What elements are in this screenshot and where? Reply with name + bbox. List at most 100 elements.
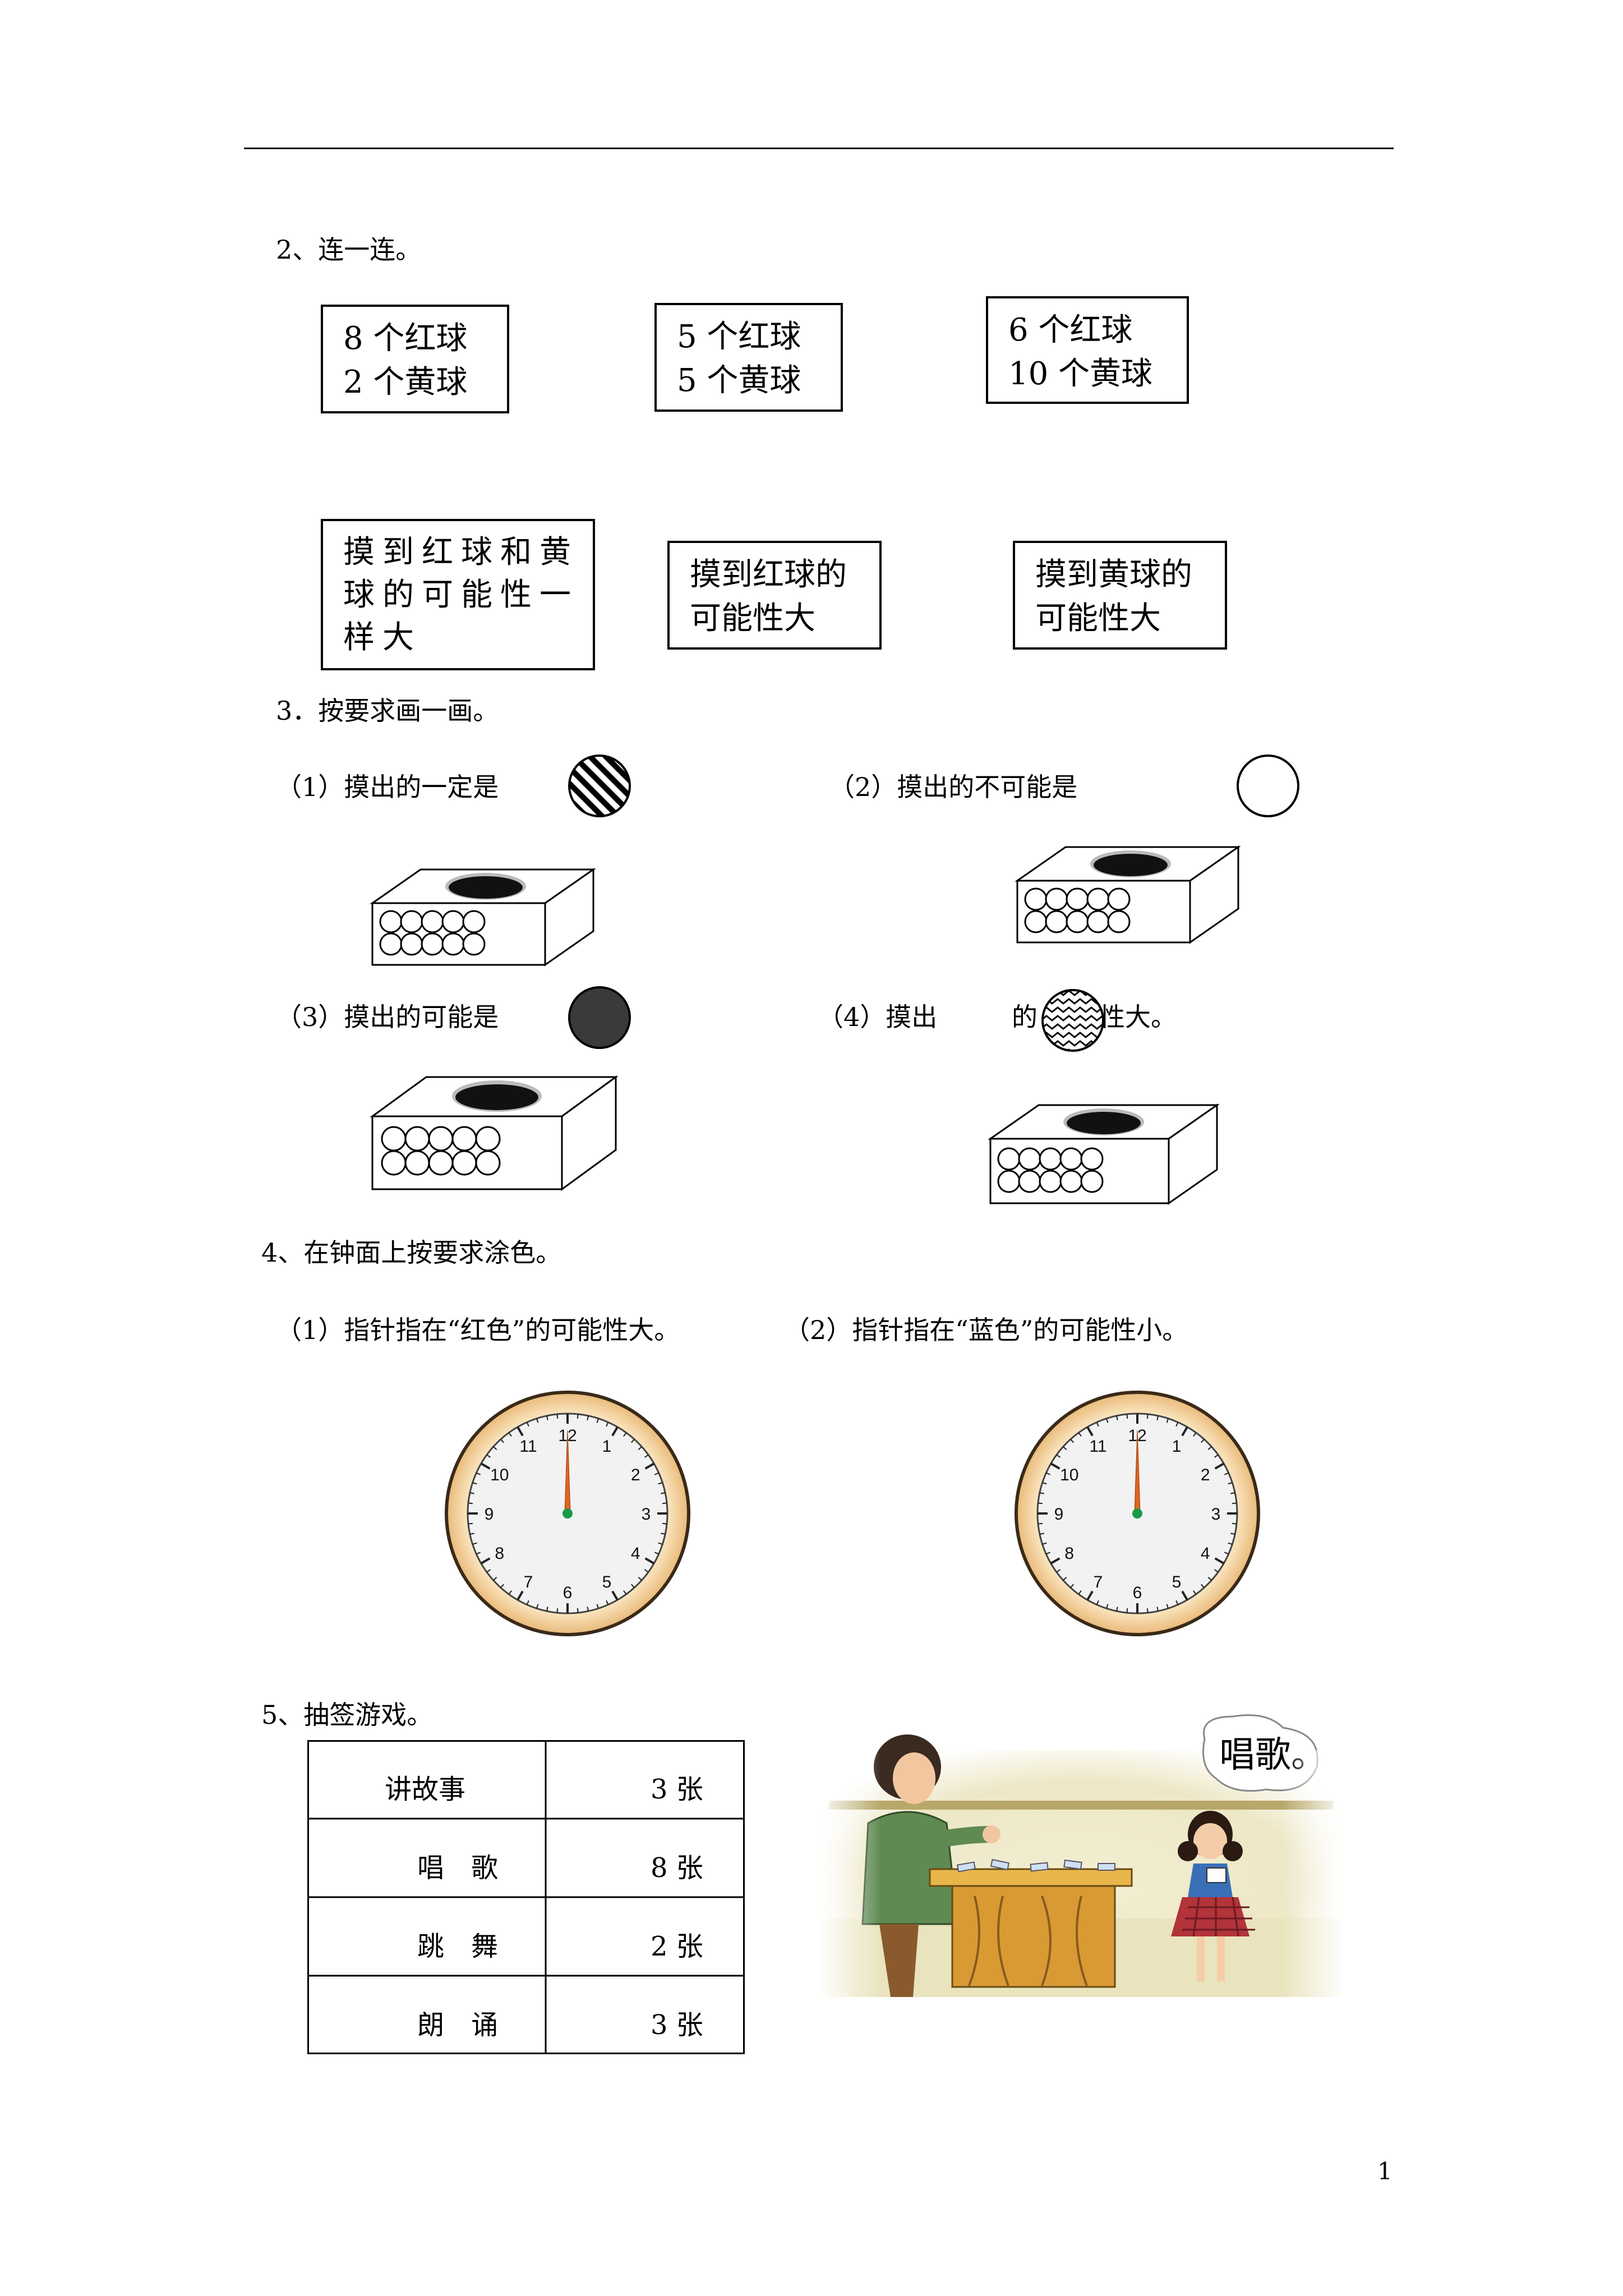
- table-row-1-count: 3 张: [651, 1774, 703, 1805]
- clock-tick: [587, 1415, 589, 1420]
- clock-tick: [1181, 1426, 1188, 1437]
- clock-tick: [1039, 1533, 1044, 1535]
- clock-number: 6: [1133, 1584, 1142, 1602]
- clock-face-2[interactable]: 121234567891011: [1014, 1390, 1261, 1637]
- clock-tick: [480, 1557, 491, 1565]
- clock-number: 10: [490, 1466, 509, 1484]
- clock-tick: [508, 1590, 512, 1595]
- clock-tick: [1166, 1418, 1169, 1423]
- clock-number: 5: [602, 1573, 612, 1591]
- clock-tick: [644, 1462, 655, 1470]
- clock-tick: [1086, 1426, 1094, 1437]
- page-number: 1: [1377, 2157, 1393, 2185]
- clock-number: 11: [1089, 1437, 1106, 1456]
- bottom-box-2-line2: 可能性大: [690, 600, 815, 637]
- clock-tick: [476, 1552, 481, 1555]
- clock-number: 1: [1172, 1437, 1182, 1456]
- clock-tick: [1175, 1600, 1179, 1605]
- clock-tick: [1086, 1590, 1094, 1601]
- clock-tick: [526, 1600, 529, 1605]
- clock-tick: [493, 1577, 497, 1581]
- clock-tick: [1146, 1414, 1149, 1419]
- clock-tick: [631, 1439, 635, 1443]
- clock-tick: [1096, 1421, 1099, 1427]
- clock-tick: [654, 1552, 660, 1555]
- clock-tick: [1106, 1604, 1109, 1609]
- bottom-box-3[interactable]: 摸到黄球的 可能性大: [1013, 541, 1227, 650]
- clock-tick: [1193, 1432, 1197, 1437]
- clock-tick: [1078, 1590, 1082, 1595]
- clock-tick: [661, 1533, 666, 1535]
- clock-tick: [1070, 1584, 1074, 1588]
- clock-tick: [1056, 1454, 1061, 1458]
- clock-tick: [546, 1415, 548, 1420]
- clock-number: 3: [1211, 1505, 1221, 1524]
- clock-tick: [611, 1590, 619, 1601]
- clock-number: 8: [495, 1544, 504, 1563]
- clock-tick: [1146, 1608, 1149, 1613]
- clock-tick: [1224, 1552, 1229, 1555]
- clock-tick: [596, 1418, 599, 1423]
- clock-tick: [623, 1590, 627, 1595]
- top-box-3[interactable]: 6 个红球 10 个黄球: [986, 296, 1189, 404]
- clock-tick: [1050, 1462, 1061, 1470]
- q4-sub1: （1）指针指在“红色”的可能性大。: [276, 1315, 680, 1345]
- clock-tick: [1214, 1462, 1225, 1470]
- table-row-4-count: 3 张: [651, 2009, 703, 2041]
- clock-tick: [1042, 1542, 1047, 1545]
- clock-tick: [1228, 1482, 1233, 1485]
- clock-center: [1132, 1508, 1142, 1519]
- clock-tick: [469, 1533, 474, 1535]
- clock-number: 5: [1172, 1573, 1182, 1591]
- clock-tick: [1214, 1557, 1225, 1565]
- bottom-box-1-line1: 摸到红球和黄: [343, 534, 579, 570]
- clock-tick: [486, 1454, 491, 1458]
- clock-number: 3: [642, 1505, 651, 1524]
- clock-tick: [500, 1439, 504, 1443]
- clock-tick: [654, 1472, 660, 1475]
- top-box-1[interactable]: 8 个红球 2 个黄球: [321, 305, 509, 413]
- clock-tick: [493, 1446, 497, 1450]
- top-box-3-line2: 10 个黄球: [1008, 356, 1153, 392]
- clock-tick: [631, 1584, 635, 1588]
- header-rule: [244, 148, 1394, 149]
- clock-tick: [536, 1604, 539, 1609]
- clock-tick: [472, 1482, 477, 1485]
- q3-item4-label-pre: （4）摸出: [818, 1002, 938, 1032]
- clock-tick: [476, 1472, 481, 1475]
- top-box-2[interactable]: 5 个红球 5 个黄球: [654, 303, 843, 412]
- clock-tick: [658, 1542, 663, 1545]
- bottom-box-1-line3: 样大: [343, 619, 422, 656]
- clock-tick: [469, 1492, 474, 1494]
- clock-tick: [1063, 1577, 1067, 1581]
- clock-center: [562, 1508, 573, 1519]
- clock-number: 9: [1054, 1505, 1064, 1524]
- clock-tick: [1106, 1418, 1109, 1423]
- clock-tick: [526, 1421, 529, 1427]
- q3-title: 3．按要求画一画。: [276, 696, 499, 726]
- clock-tick: [546, 1607, 548, 1612]
- clock-number: 1: [602, 1437, 612, 1456]
- bottom-box-1[interactable]: 摸到红球和黄 球的可能性一 样大: [321, 519, 595, 670]
- clock-tick: [517, 1426, 524, 1437]
- bottom-box-3-line2: 可能性大: [1035, 600, 1161, 637]
- clock-number: 7: [524, 1573, 533, 1591]
- clock-tick: [1207, 1577, 1212, 1581]
- clock-tick: [1230, 1533, 1235, 1535]
- table-row-4-name: 朗 诵: [417, 2009, 499, 2041]
- clock-tick: [517, 1590, 524, 1601]
- clock-tick: [1070, 1439, 1074, 1443]
- ball-box-3: [370, 1075, 619, 1191]
- clock-tick: [500, 1584, 504, 1588]
- q3-item1-label: （1）摸出的一定是: [276, 772, 499, 802]
- bottom-box-2[interactable]: 摸到红球的 可能性大: [667, 541, 882, 650]
- clock-tick: [1039, 1492, 1044, 1494]
- clock-number: 9: [485, 1505, 494, 1524]
- clock-tick: [486, 1569, 491, 1573]
- clock-tick: [1116, 1415, 1118, 1420]
- q3-item4-label-mid: 的: [1012, 1002, 1038, 1032]
- clock-tick: [1207, 1446, 1212, 1450]
- top-box-1-line2: 2 个黄球: [343, 364, 468, 401]
- clock-face-1[interactable]: 121234567891011: [444, 1390, 691, 1637]
- clock-tick: [1201, 1584, 1205, 1588]
